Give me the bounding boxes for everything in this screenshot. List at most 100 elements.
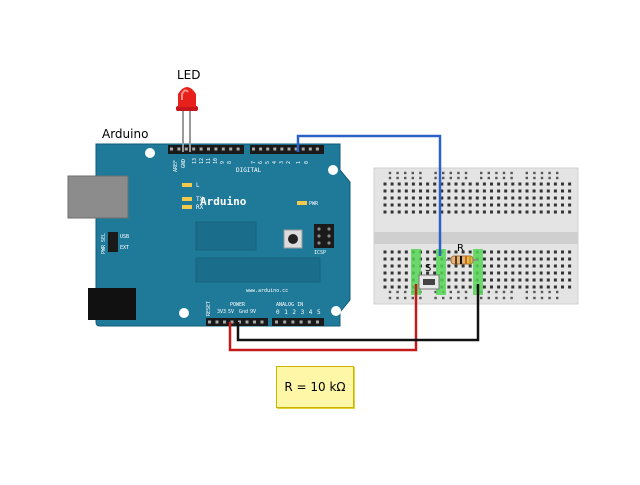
breadboard-hole <box>490 182 493 186</box>
breadboard-hole <box>426 196 430 200</box>
header-pin <box>266 147 270 151</box>
breadboard-hole <box>482 278 486 282</box>
breadboard-hole <box>447 210 451 214</box>
bottom-header-pins <box>208 320 319 324</box>
breadboard-hole <box>404 285 408 289</box>
rail-hole <box>533 290 536 294</box>
breadboard-hole <box>482 196 486 200</box>
reset-label: RESET <box>206 301 212 316</box>
breadboard-hole <box>482 271 486 275</box>
breadboard-hole <box>390 285 394 289</box>
breadboard-hole <box>525 250 529 254</box>
breadboard-hole <box>539 271 543 275</box>
led-tx-indicator <box>182 197 192 201</box>
breadboard-hole <box>468 278 472 282</box>
breadboard-hole <box>390 271 394 275</box>
breadboard-hole <box>532 257 536 261</box>
breadboard-hole <box>561 203 564 207</box>
breadboard-hole <box>504 257 508 261</box>
breadboard-hole <box>561 196 564 200</box>
rail-hole <box>548 171 551 175</box>
breadboard-hole <box>532 182 536 186</box>
digital-header-pins <box>170 147 319 151</box>
breadboard-hole <box>568 203 572 207</box>
breadboard-hole <box>497 257 501 261</box>
breadboard-hole <box>383 182 387 186</box>
breadboard-hole <box>404 257 408 261</box>
digital-header-left <box>168 145 244 154</box>
breadboard-hole <box>532 271 536 275</box>
breadboard-hole <box>525 271 529 275</box>
wires <box>228 134 480 352</box>
analog-pin-label: 0 <box>276 309 280 316</box>
breadboard-hole <box>539 285 543 289</box>
breadboard-hole <box>454 278 458 282</box>
rail-hole <box>487 176 490 180</box>
pwr-sel-label: PWR SEL <box>101 233 107 254</box>
breadboard-hole <box>468 264 472 268</box>
breadboard-hole <box>518 278 522 282</box>
digital-label: DIGITAL <box>236 167 262 174</box>
reset-button-cap <box>288 234 298 244</box>
digital-pin-label: 9 <box>220 161 226 164</box>
breadboard-hole <box>433 182 437 186</box>
header-pin <box>315 147 319 151</box>
rail-hole <box>487 171 490 175</box>
breadboard-hole <box>490 203 493 207</box>
breadboard-hole <box>553 285 557 289</box>
breadboard-hole <box>490 257 493 261</box>
breadboard-hole <box>454 203 458 207</box>
breadboard-hole <box>454 196 458 200</box>
breadboard-hole <box>383 189 387 193</box>
breadboard-hole <box>532 285 536 289</box>
breadboard-hole <box>490 271 493 275</box>
header-pin <box>208 320 211 324</box>
led-l-indicator <box>182 183 192 187</box>
power-pin-label: 3V3 <box>217 309 226 315</box>
breadboard-hole <box>497 264 501 268</box>
led-rim <box>176 106 198 111</box>
breadboard-hole <box>504 285 508 289</box>
breadboard-hole <box>568 210 572 214</box>
breadboard-hole <box>383 264 387 268</box>
breadboard-hole <box>490 250 493 254</box>
led-rx-indicator <box>182 205 192 209</box>
rail-hole <box>434 290 437 294</box>
breadboard-hole <box>497 210 501 214</box>
rail-hole <box>480 171 483 175</box>
rail-hole <box>419 176 422 180</box>
breadboard-hole <box>532 250 536 254</box>
breadboard-hole <box>383 271 387 275</box>
rail-hole <box>396 290 399 294</box>
digital-pin-label: 10 <box>213 158 219 164</box>
breadboard-hole <box>397 257 401 261</box>
switch-cap <box>423 279 435 285</box>
breadboard-hole <box>504 196 508 200</box>
rail-hole <box>464 296 468 300</box>
breadboard-hole <box>518 189 522 193</box>
breadboard-hole <box>539 250 543 254</box>
breadboard-hole <box>568 257 572 261</box>
rail-hole <box>487 296 490 300</box>
breadboard-hole <box>546 196 550 200</box>
breadboard-hole <box>482 250 486 254</box>
breadboard-hole <box>468 271 472 275</box>
breadboard-hole <box>553 189 557 193</box>
rail-hole <box>464 290 468 294</box>
breadboard-hole <box>490 210 493 214</box>
breadboard-hole <box>490 196 493 200</box>
rail-hole <box>396 296 399 300</box>
rail-hole <box>464 171 468 175</box>
breadboard-hole <box>383 203 387 207</box>
header-pin <box>215 320 219 324</box>
header-pin <box>184 147 188 151</box>
breadboard-hole <box>447 264 451 268</box>
header-pin <box>283 320 287 324</box>
wire-gnd-black <box>236 284 480 342</box>
breadboard-hole <box>561 182 564 186</box>
breadboard-hole <box>404 182 408 186</box>
header-pin <box>238 320 241 324</box>
breadboard-hole <box>411 203 415 207</box>
header-pin <box>245 320 249 324</box>
breadboard-hole <box>468 210 472 214</box>
